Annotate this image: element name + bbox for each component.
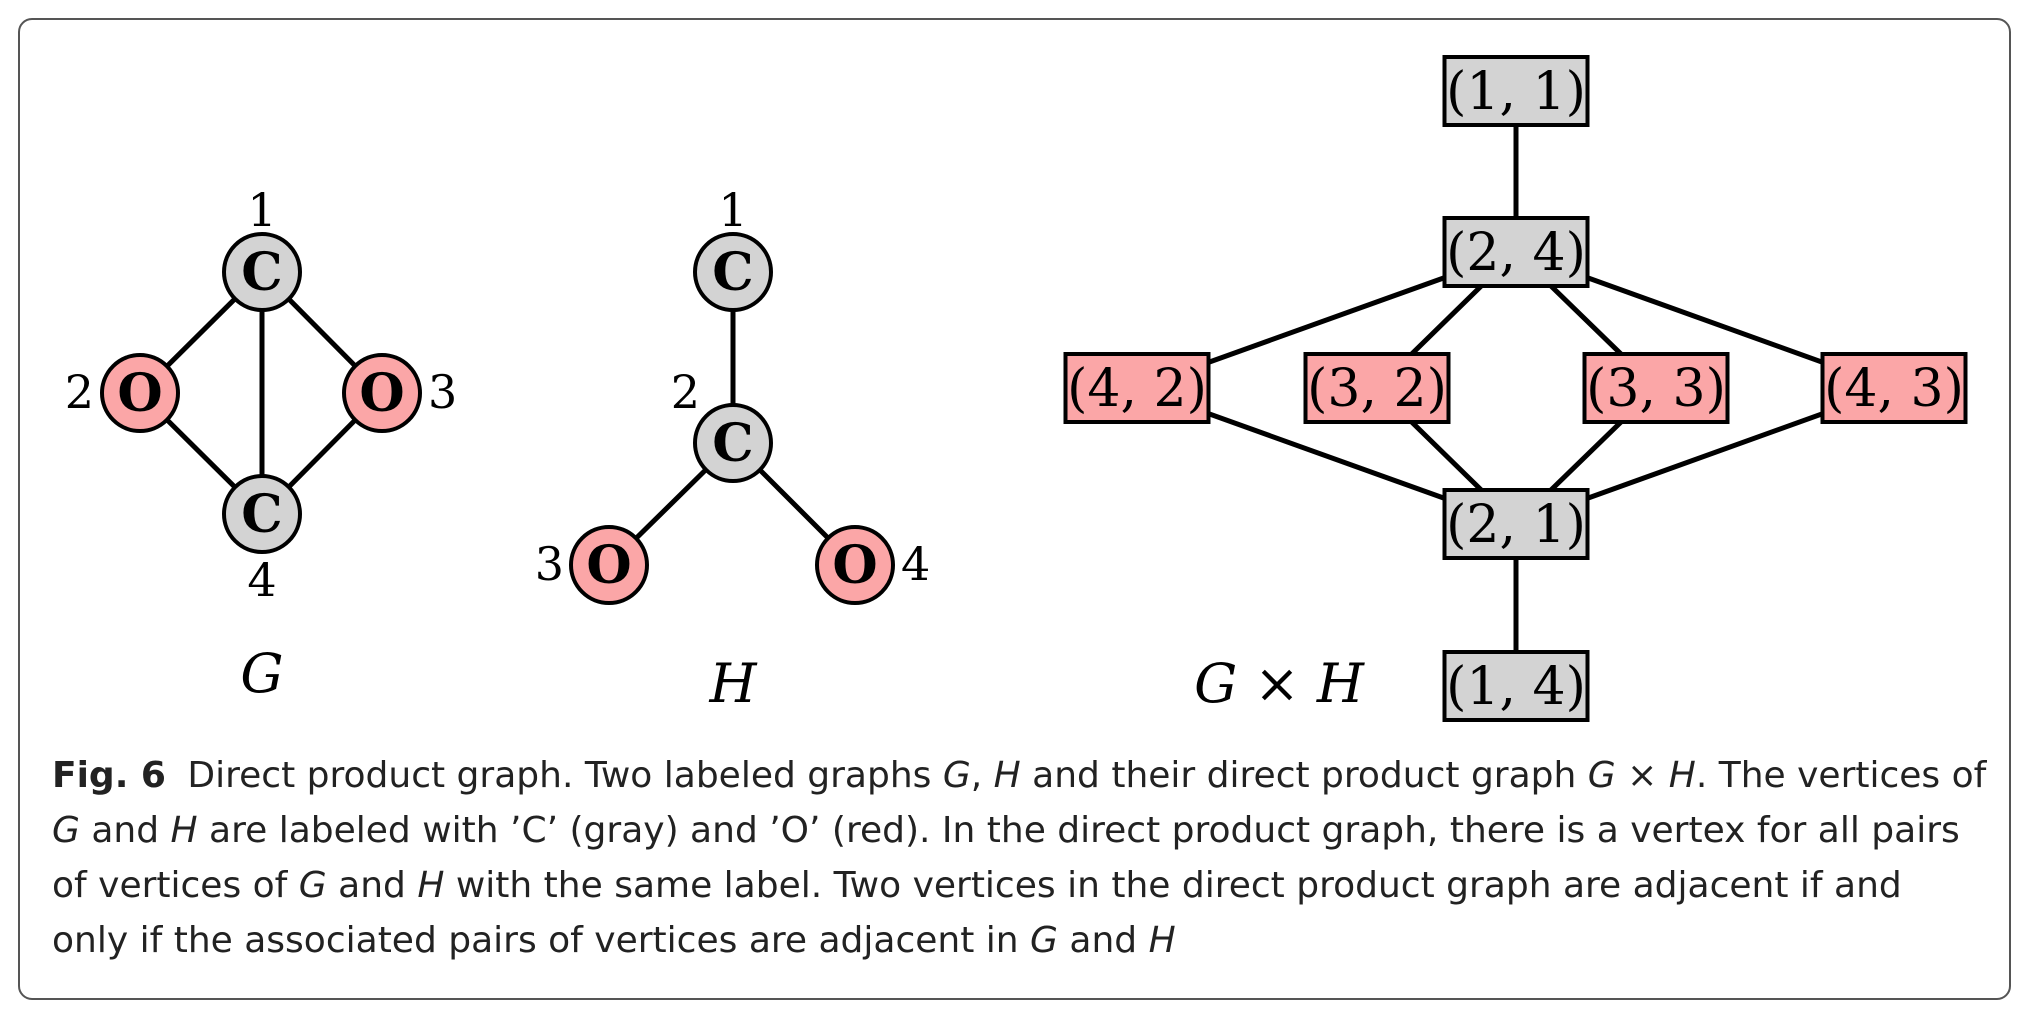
product-vertex-label-42: (4, 2) (1067, 359, 1207, 419)
caption-math: G (1587, 755, 1616, 796)
product-vertex-14 (1442, 650, 1590, 722)
graph-h-vertex-3 (569, 525, 649, 605)
graph-g-vertex-label-2: O (117, 363, 162, 424)
product-vertex-label-14: (1, 4) (1446, 657, 1586, 717)
graph-g-vertex-number-1: 1 (247, 183, 276, 237)
caption-text: Direct product graph. Two labeled graphs (187, 755, 943, 796)
caption-text: , (970, 755, 994, 796)
product-vertex-label-33: (3, 3) (1586, 359, 1726, 419)
graph-g-name: G (240, 642, 283, 705)
figure-label: Fig. 6 (52, 755, 166, 796)
graph-g-vertex-2 (100, 353, 180, 433)
graph-h-vertex-label-1: C (712, 242, 753, 303)
graph-g-vertex-label-1: C (241, 242, 282, 303)
product-vertex-43 (1820, 352, 1968, 424)
vertices-layer (100, 55, 1968, 722)
graph-g-vertex-number-2: 2 (65, 365, 94, 419)
caption-text: . The vertices of (1695, 755, 1987, 796)
caption-text: × (1615, 755, 1669, 796)
graph-h-vertex-2 (693, 403, 773, 483)
product-graph-name: G × H (1194, 652, 1365, 715)
product-vertex-21 (1442, 488, 1590, 560)
caption-text: with the same label. Two vertices in the… (52, 865, 1902, 961)
product-vertex-label-24: (2, 4) (1446, 223, 1586, 283)
graph-h-name: H (708, 652, 757, 715)
caption-math: G (942, 755, 971, 796)
caption-text: and (326, 865, 418, 906)
caption-body: Direct product graph. Two labeled graphs… (52, 755, 1986, 961)
graph-g-vertex-3 (342, 353, 422, 433)
graph-h-vertex-label-4: O (832, 535, 877, 596)
product-vertex-label-21: (2, 1) (1446, 495, 1586, 555)
product-vertex-24 (1442, 216, 1590, 288)
product-vertex-33 (1582, 352, 1730, 424)
caption-text: and (79, 810, 171, 851)
graph-g-vertex-label-4: C (241, 484, 282, 545)
graph-g-vertex-label-3: O (359, 363, 404, 424)
graph-h-vertex-4 (815, 525, 895, 605)
graph-g-vertex-1 (222, 232, 302, 312)
graph-g-vertex-number-4: 4 (247, 553, 276, 607)
caption-text: and their direct product graph (1020, 755, 1588, 796)
caption-math: H (993, 755, 1021, 796)
graph-h-vertex-label-3: O (586, 535, 631, 596)
product-vertex-label-32: (3, 2) (1307, 359, 1447, 419)
caption-math: G (52, 810, 80, 851)
graph-h-vertex-number-1: 1 (718, 183, 747, 237)
product-vertex-label-43: (4, 3) (1824, 359, 1964, 419)
graph-g-vertex-4 (222, 474, 302, 554)
caption-text: and (1057, 920, 1149, 961)
figure-frame (18, 18, 2011, 1000)
caption-math: H (417, 865, 445, 906)
caption-text: are labeled with ’C’ (gray) and ’O’ (red… (52, 810, 1960, 906)
graph-h-vertex-number-4: 4 (901, 537, 930, 591)
product-vertex-11 (1442, 55, 1590, 127)
caption-math: H (1148, 920, 1176, 961)
caption-math: G (1030, 920, 1058, 961)
figure-caption: Fig. 6 Direct product graph. Two labeled… (52, 748, 1987, 968)
graph-h-vertex-number-2: 2 (671, 365, 700, 419)
graph-h-vertex-1 (693, 232, 773, 312)
product-vertex-label-11: (1, 1) (1446, 62, 1586, 122)
caption-math: G (298, 865, 327, 906)
graph-g-vertex-number-3: 3 (428, 365, 457, 419)
product-vertex-42 (1063, 352, 1211, 424)
graph-h-vertex-label-2: C (712, 413, 753, 474)
product-vertex-32 (1303, 352, 1451, 424)
graph-h-vertex-number-3: 3 (535, 537, 564, 591)
caption-math: H (1668, 755, 1696, 796)
caption-math: H (170, 810, 198, 851)
